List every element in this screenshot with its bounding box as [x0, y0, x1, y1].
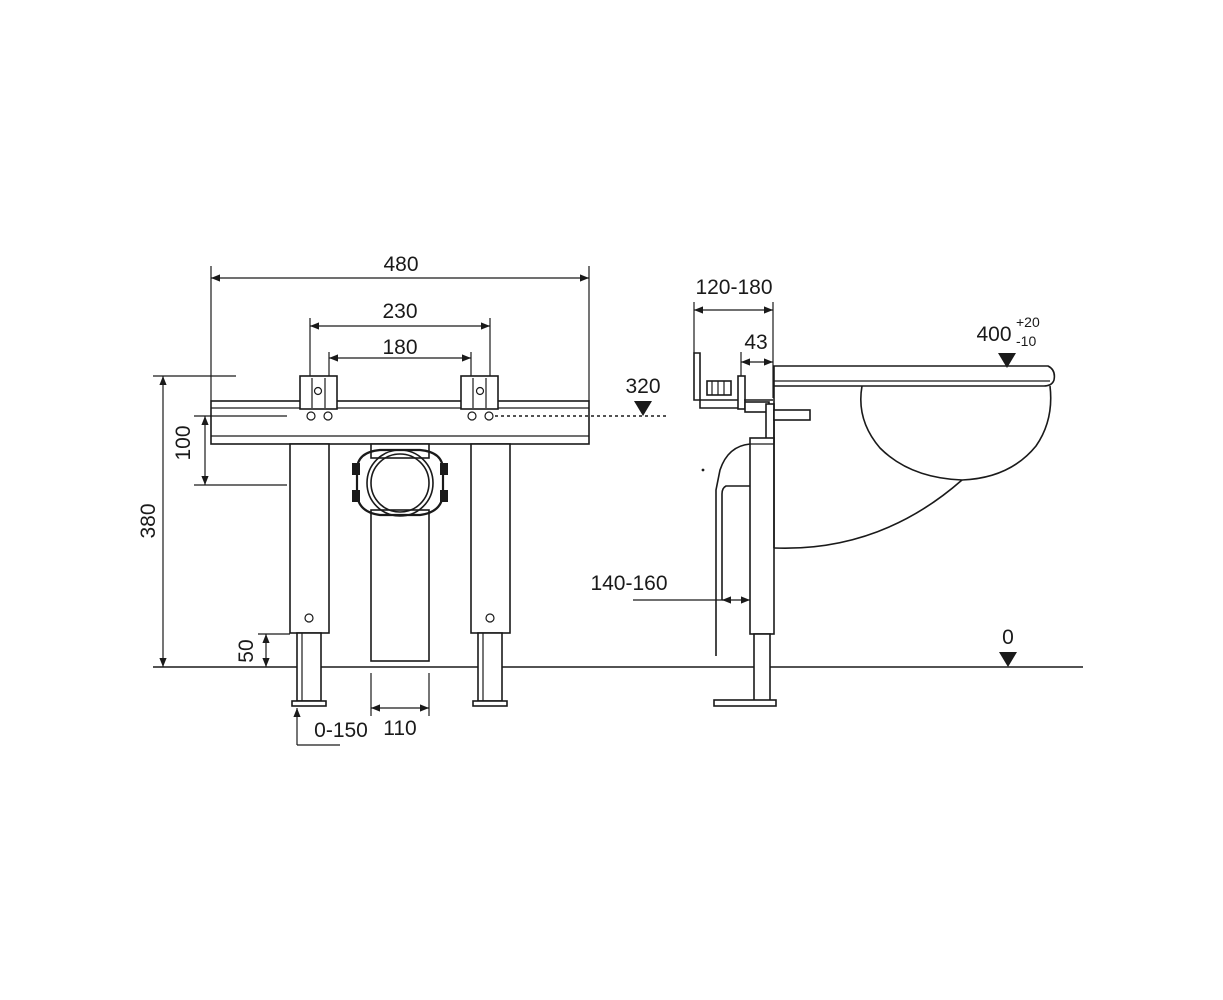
dim-height: 380: [137, 503, 160, 538]
dim-100: 100: [172, 415, 287, 486]
frame-post: [713, 437, 777, 707]
wall-bracket: [693, 352, 775, 443]
dim-50: 50: [235, 633, 290, 667]
dim-stud: 43: [744, 331, 767, 354]
front-view: 480 230 180 380 100: [137, 253, 1083, 746]
dim-0-150: 0-150: [293, 708, 368, 746]
dim-pipe-offset: 140-160: [590, 572, 667, 595]
dim-140-160: 140-160: [590, 572, 750, 604]
frame-rail: [210, 400, 590, 445]
dim-total-width: 480: [383, 253, 418, 276]
level-bowl-tolerance-minus: -10: [1016, 333, 1036, 349]
level-marker-icon: [999, 652, 1017, 667]
bracket-left: [299, 375, 338, 421]
level-bowl-tolerance-plus: +20: [1016, 314, 1040, 330]
dim-480: 480: [210, 253, 590, 401]
level-320: 320: [495, 375, 668, 417]
level-marker-icon: [998, 353, 1016, 368]
dim-180: 180: [328, 336, 472, 376]
side-view: 120-180 43 140-160 400 +20 -10 0: [590, 276, 1056, 707]
drain-pipe: [352, 443, 448, 662]
level-marker-icon: [634, 401, 652, 416]
dim-bracket-inner: 180: [382, 336, 417, 359]
level-top: 320: [625, 375, 660, 398]
level-floor: 0: [1002, 626, 1014, 649]
dim-bracket-outer: 230: [382, 300, 417, 323]
dim-110: 110: [370, 673, 430, 740]
dim-120-180: 120-180: [693, 276, 774, 398]
dim-foot-adjust: 0-150: [314, 719, 368, 742]
dim-230: 230: [309, 300, 491, 376]
leg-left: [289, 443, 330, 707]
dim-pipe-width: 110: [383, 717, 416, 740]
bracket-right: [460, 375, 499, 421]
level-bowl: 400: [976, 323, 1011, 346]
leg-right: [470, 443, 511, 707]
outlet-pipe: [701, 443, 751, 656]
toilet-bowl: [773, 365, 1056, 549]
level-0: 0: [999, 626, 1017, 667]
dim-frame-height: 100: [172, 425, 195, 460]
level-400: 400 +20 -10: [976, 314, 1040, 368]
dim-43: 43: [740, 331, 773, 376]
dim-foot-height: 50: [235, 639, 258, 662]
dim-380: 380: [137, 375, 236, 667]
dim-wall-depth: 120-180: [695, 276, 772, 299]
